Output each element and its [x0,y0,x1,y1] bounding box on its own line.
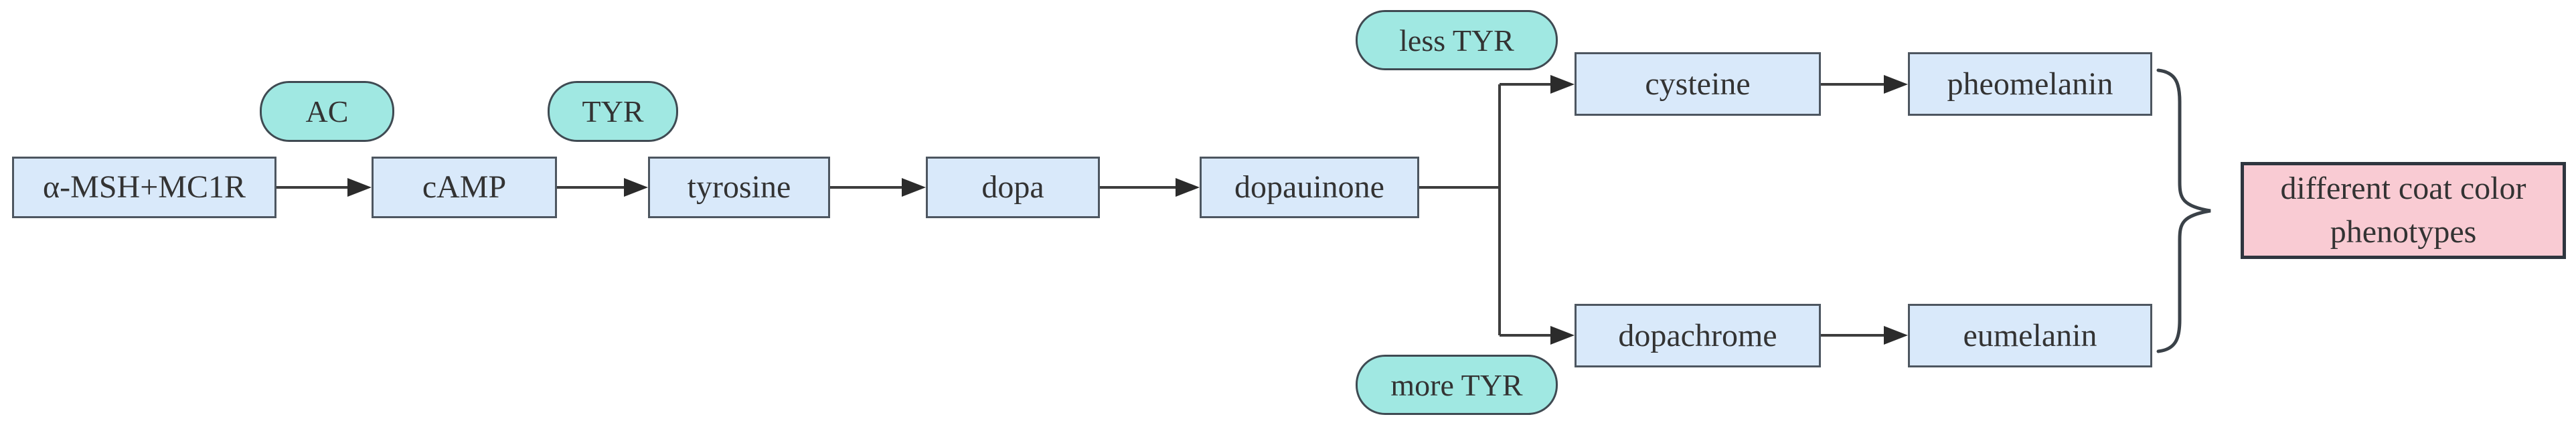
enzyme-tyr-label: TYR [582,94,644,128]
arrow-dopachrome-to-eumelanin [1821,326,1908,345]
node-pheomelanin: pheomelanin [1908,52,2152,116]
node-dopauinone: dopauinone [1200,157,1419,218]
node-camp-label: cAMP [422,169,507,205]
enzyme-pill-less-tyr: less TYR [1356,10,1558,70]
node-cysteine: cysteine [1575,52,1821,116]
enzyme-more-tyr-label: more TYR [1390,367,1523,402]
node-eumelanin: eumelanin [1908,304,2152,367]
node-tyrosine: tyrosine [648,157,830,218]
enzyme-pill-ac: AC [260,81,394,142]
arrow-amsh-to-camp [276,178,372,197]
node-dopa: dopa [926,157,1100,218]
enzyme-pill-tyr: TYR [548,81,678,142]
node-amsh-mc1r-label: α-MSH+MC1R [43,169,246,205]
node-cysteine-label: cysteine [1645,66,1751,102]
node-dopachrome-label: dopachrome [1618,317,1777,353]
branch-connector [1419,84,1501,335]
arrow-cysteine-to-pheomelanin [1821,75,1908,94]
enzyme-ac-label: AC [305,94,349,128]
node-phenotypes-label: different coat color phenotypes [2280,170,2526,250]
node-tyrosine-label: tyrosine [687,169,791,205]
arrow-branch-to-dopachrome [1500,326,1575,345]
enzyme-less-tyr-label: less TYR [1399,23,1514,58]
node-eumelanin-label: eumelanin [1963,317,2097,353]
arrow-camp-to-tyrosine [557,178,648,197]
arrow-tyrosine-to-dopa [830,178,926,197]
node-camp: cAMP [372,157,557,218]
arrow-branch-to-cysteine [1500,75,1575,94]
node-different-coat-color-phenotypes: different coat color phenotypes [2241,162,2566,259]
enzyme-pill-more-tyr: more TYR [1356,355,1558,415]
arrow-dopa-to-dopauinone [1100,178,1200,197]
curly-brace [2156,68,2211,353]
node-dopachrome: dopachrome [1575,304,1821,367]
node-dopa-label: dopa [981,169,1044,205]
node-dopauinone-label: dopauinone [1234,169,1384,205]
node-amsh-mc1r: α-MSH+MC1R [12,157,276,218]
node-pheomelanin-label: pheomelanin [1947,66,2113,102]
